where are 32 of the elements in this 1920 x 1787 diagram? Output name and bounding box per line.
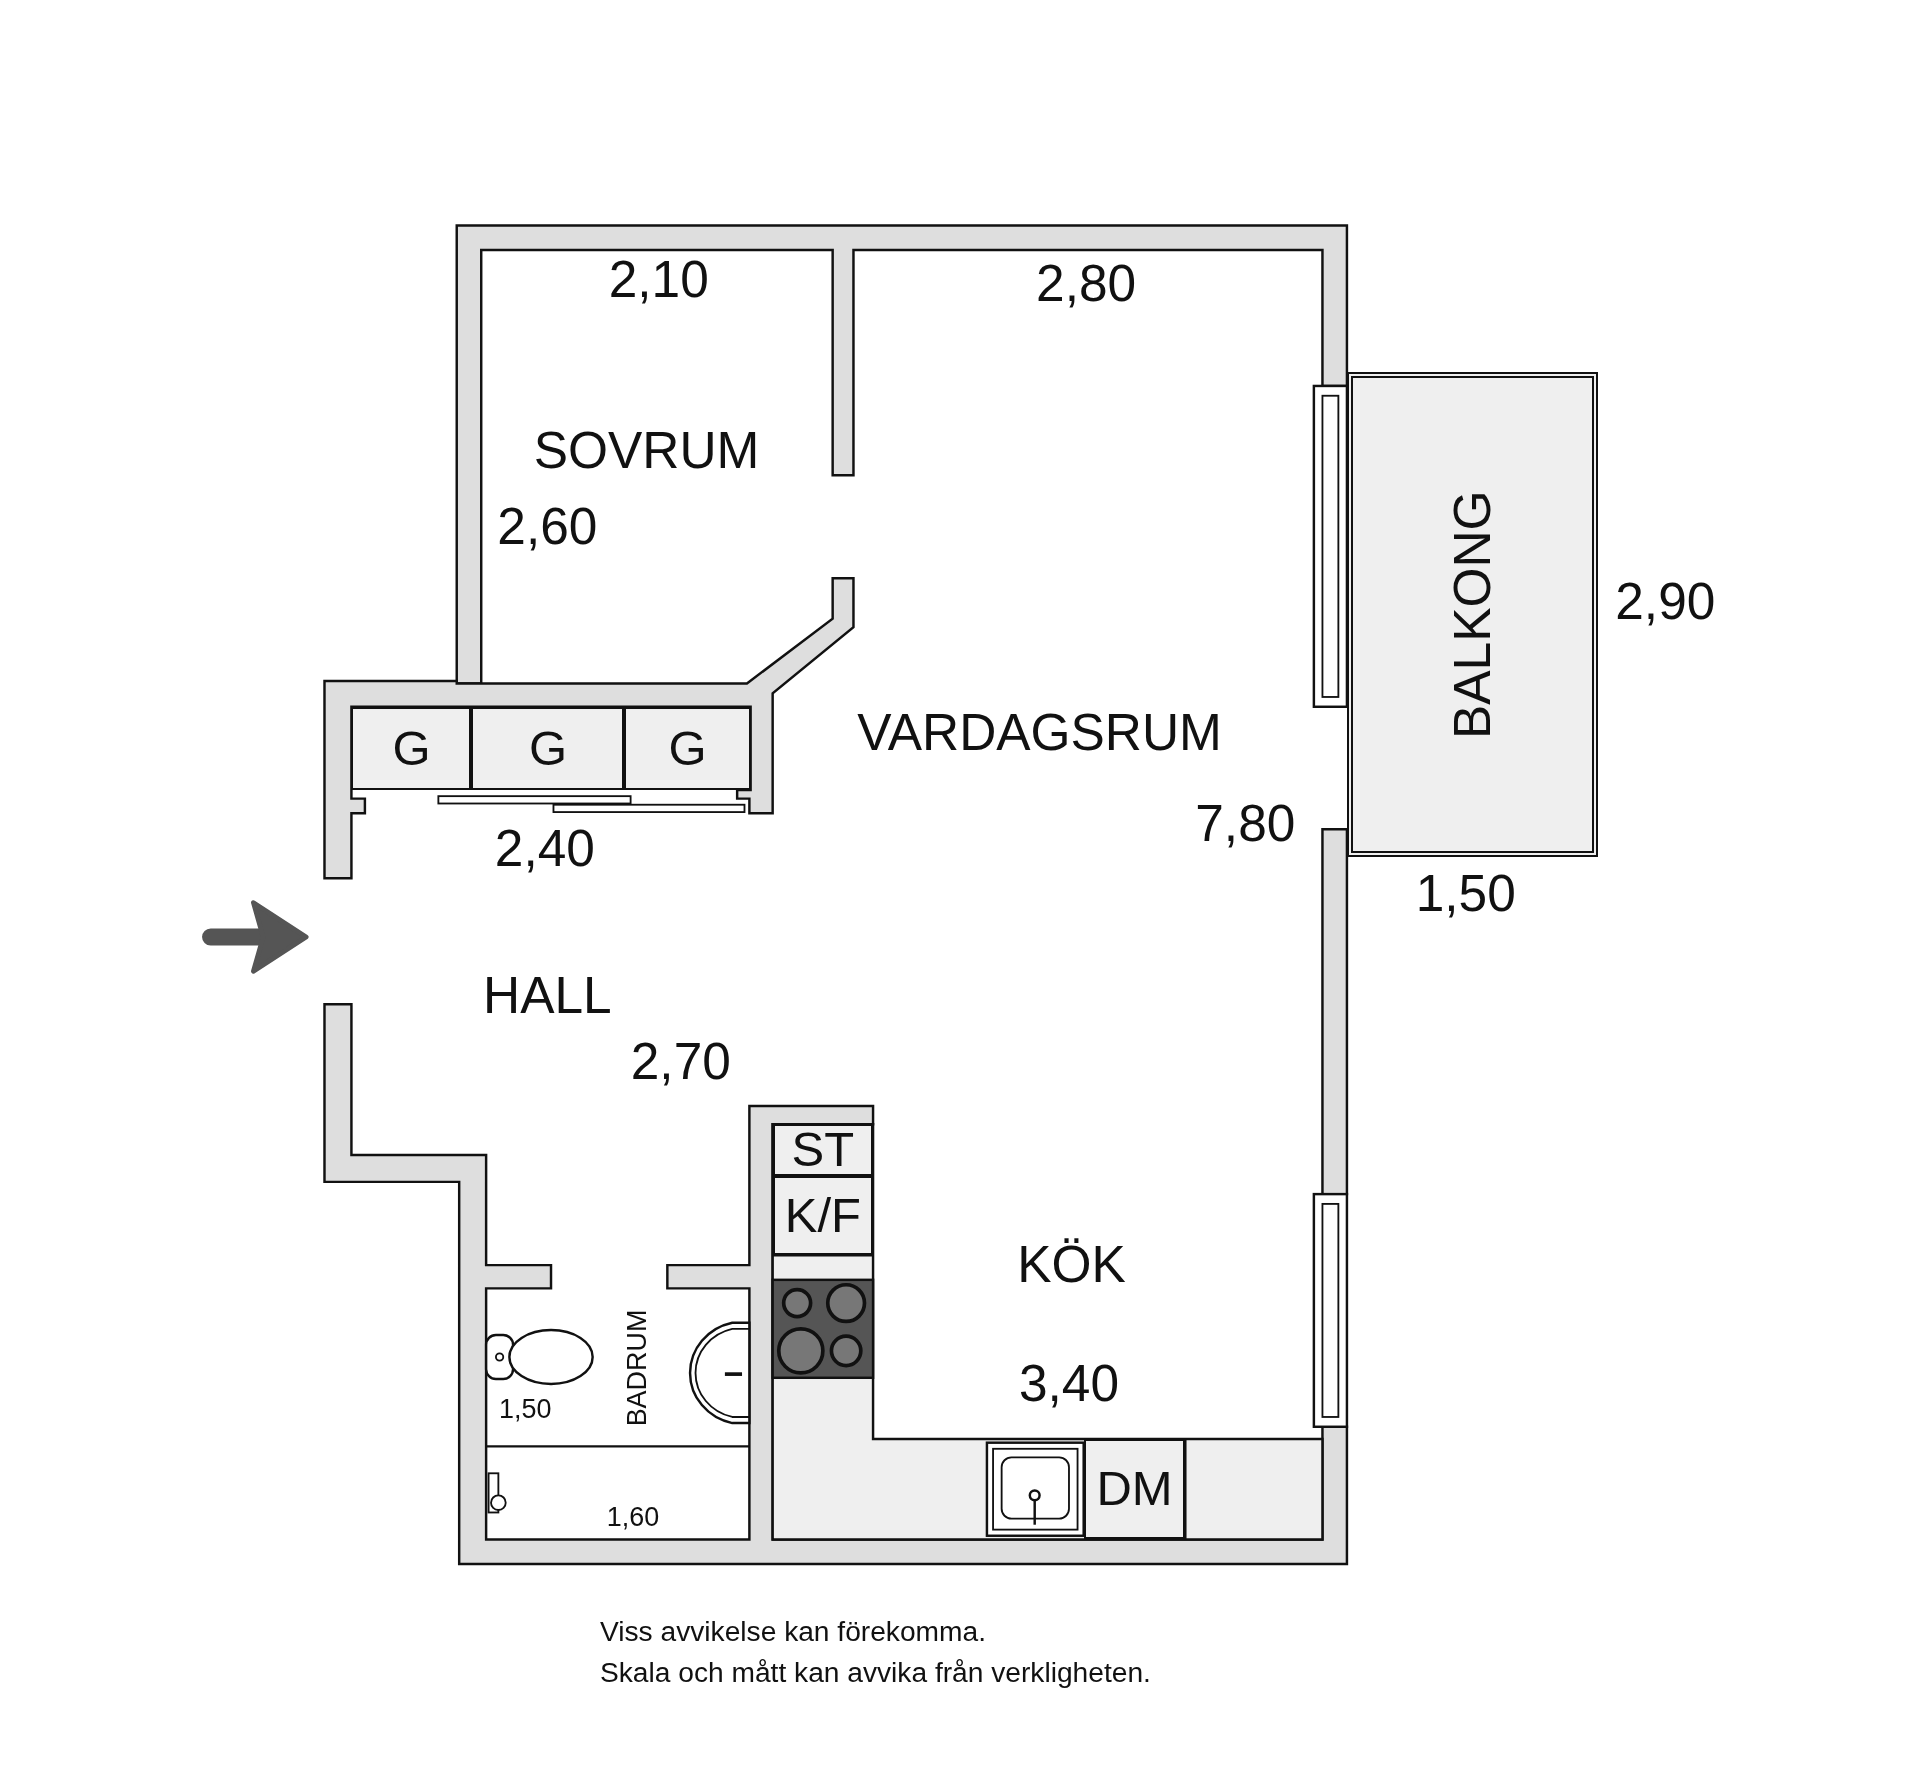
- node-label: K/F: [784, 1190, 861, 1240]
- balcony-area: [1346, 372, 1598, 858]
- room-label: HALL: [483, 969, 612, 1022]
- closet-cabinet: [351, 706, 472, 790]
- dimension-label: 2,10: [608, 254, 709, 307]
- dimension-label: 3,40: [1018, 1357, 1119, 1410]
- dimension-label: 2,90: [1615, 576, 1716, 629]
- node-label: ST: [791, 1125, 855, 1175]
- dimension-label: 2,80: [1036, 258, 1137, 310]
- node-label: G: [392, 723, 431, 773]
- note-text: Viss avvikelse kan förekomma.: [600, 1618, 986, 1647]
- dimension-label: 1,50: [1415, 868, 1516, 920]
- node-label: G: [528, 723, 567, 773]
- dimension-label: 1,60: [606, 1503, 660, 1531]
- dimension-label: 1,50: [499, 1395, 552, 1423]
- note-text: Skala och mått kan avvika från verkligheten.: [600, 1658, 1151, 1687]
- node-label: DM: [1096, 1464, 1173, 1514]
- appliance-box: [772, 1175, 874, 1256]
- appliance-box: [1083, 1438, 1186, 1540]
- dimension-label: 2,60: [497, 500, 598, 553]
- closet-cabinet: [624, 706, 751, 790]
- closet-cabinet: [471, 706, 625, 790]
- room-label: BADRUM: [623, 1309, 651, 1427]
- dimension-label: 2,70: [630, 1035, 731, 1088]
- node-label: BALKONG: [1446, 490, 1499, 739]
- room-label: SOVRUM: [533, 424, 760, 477]
- room-label: KÖK: [1017, 1239, 1126, 1291]
- node-label: G: [668, 723, 707, 773]
- dimension-label: 7,80: [1195, 798, 1296, 850]
- dimension-label: 2,40: [494, 822, 595, 875]
- appliance-box: [772, 1124, 874, 1176]
- room-label: VARDAGSRUM: [857, 707, 1222, 760]
